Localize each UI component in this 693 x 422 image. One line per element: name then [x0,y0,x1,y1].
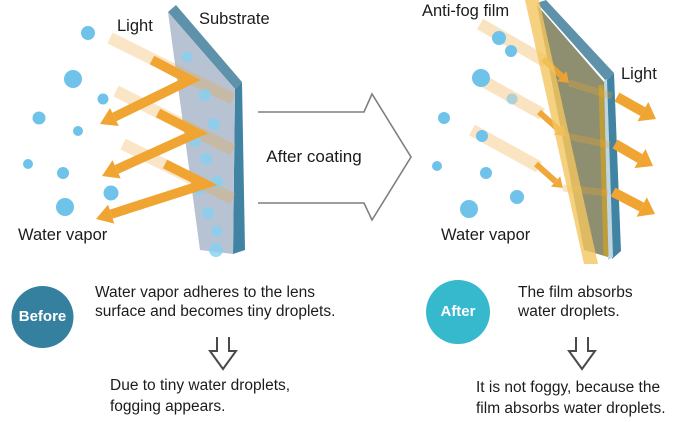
water-droplet [57,167,69,179]
after-scene-graphic [432,0,656,264]
after-conclusion: It is not foggy, because the film absorb… [476,377,666,419]
water-droplet [64,70,82,88]
after-badge [426,280,490,344]
before-conclusion-line: Due to tiny water droplets, [110,377,291,394]
reflected-ray-arrowheads [96,108,121,224]
anti-fog-film-strip [525,0,598,264]
before-description-line: Water vapor adheres to the lens [95,284,315,301]
water-droplet [510,190,524,204]
water-droplet [492,31,506,45]
substrate-top-edge [168,5,242,89]
transmitted-light-rays [610,92,646,212]
water-droplet [103,185,119,201]
panel-droplet [199,89,211,101]
after-description-line: The film absorbs [518,284,633,301]
panel-droplet [181,51,193,63]
substrate-label: Substrate [199,10,270,28]
after-coating-arrow-outline [258,92,412,222]
water-droplet [81,26,95,40]
before-description-line: surface and becomes tiny droplets. [95,303,336,320]
water-droplet [73,126,83,136]
water-vapor-label-after: Water vapor [441,226,531,244]
water-droplet [506,93,518,105]
water-droplet [476,130,488,142]
before-conclusion: Due to tiny water droplets, fogging appe… [110,375,290,417]
water-droplet [432,161,442,171]
water-droplet [505,45,517,57]
after-conclusion-line: It is not foggy, because the [476,379,661,396]
before-badge [11,286,74,348]
water-droplet [480,167,492,179]
before-conclusion-line: fogging appears. [110,398,226,415]
after-down-arrow-icon [567,337,597,371]
panel-droplet [200,153,212,165]
before-scene-graphic [23,5,245,257]
water-vapor-droplets [432,31,524,218]
water-droplet [438,112,450,124]
after-description: The film absorbs water droplets. [518,283,633,321]
anti-fog-film-label: Anti-fog film [422,2,510,20]
panel-droplet [211,225,223,237]
reflected-light-rays [109,55,218,219]
water-droplet [97,93,109,105]
after-conclusion-line: film absorbs water droplets. [476,400,666,417]
water-droplet [32,111,46,125]
water-vapor-droplets [23,26,119,216]
before-down-arrow-icon [208,337,238,371]
after-badge-label: After [440,303,476,320]
water-droplet [23,159,33,169]
panel-droplet [202,207,214,219]
substrate-top-edge [537,0,614,81]
panel-droplet [208,118,220,130]
water-droplet [460,200,478,218]
water-droplet [56,198,74,216]
panel-droplet [209,243,223,257]
substrate-side-edge [606,73,621,259]
after-description-line: water droplets. [518,303,620,320]
after-coating-label: After coating [266,147,362,166]
water-droplet [472,69,490,87]
condensed-droplets [181,51,223,257]
transmitted-ray-arrowheads [634,102,656,217]
light-label-after: Light [621,65,657,83]
water-vapor-label-before: Water vapor [18,226,108,244]
light-label-before: Light [117,17,153,35]
before-description: Water vapor adheres to the lens surface … [95,283,335,321]
film-right-edge [598,84,609,257]
before-badge-label: Before [18,308,67,325]
substrate-side-edge [233,82,245,254]
